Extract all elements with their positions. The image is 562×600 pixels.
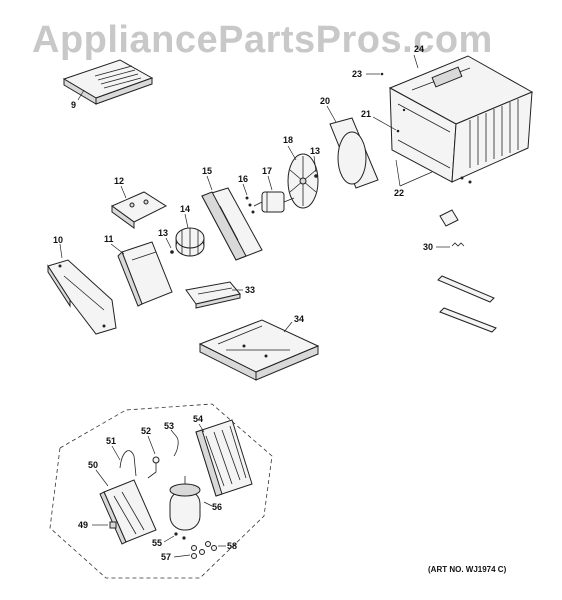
callout-15: 15: [202, 166, 212, 176]
callout-56: 56: [212, 502, 222, 512]
callout-14: 14: [180, 204, 190, 214]
callout-10: 10: [53, 235, 63, 245]
part-57-nuts: [191, 545, 205, 559]
callout-55: 55: [152, 538, 162, 548]
part-58-washers: [205, 541, 217, 551]
part-54-coil: [195, 419, 253, 497]
side-louvers: [469, 99, 519, 168]
callout-34: 34: [294, 314, 304, 324]
art-number: (ART NO. WJ1974 C): [428, 565, 507, 574]
callout-18: 18: [283, 135, 293, 145]
part-49-grommet: [109, 521, 117, 529]
callout-11: 11: [104, 234, 114, 244]
watermark: AppliancePartsPros.com: [32, 19, 493, 61]
callout-30: 30: [423, 242, 433, 252]
callout-13-lower: 13: [158, 228, 168, 238]
callout-21: 21: [361, 109, 371, 119]
callout-49: 49: [78, 520, 88, 530]
part-33-tray: [185, 281, 241, 309]
callout-13-upper: 13: [310, 146, 320, 156]
part-14-blower-wheel: [175, 227, 205, 257]
callout-24: 24: [414, 44, 424, 54]
callout-58: 58: [227, 541, 237, 551]
part-clip: [439, 209, 459, 227]
callout-17: 17: [262, 166, 272, 176]
callout-54: 54: [193, 414, 203, 424]
part-12-bracket: [111, 191, 168, 229]
part-20-shroud: [329, 117, 379, 189]
part-53-tube: [173, 435, 179, 457]
part-52-valve: [147, 456, 160, 479]
part-30-spring: [451, 242, 465, 247]
callout-51: 51: [106, 436, 116, 446]
part-11-scroll: [117, 241, 173, 307]
part-51-tube: [119, 450, 137, 477]
part-34-base-pan: [198, 319, 320, 381]
callout-16: 16: [238, 174, 248, 184]
part-56-compressor: [169, 476, 201, 531]
part-24-cabinet: [388, 55, 534, 184]
part-15-motor-mount: [201, 187, 263, 261]
callout-22: 22: [394, 188, 404, 198]
part-9-grille: [62, 59, 154, 105]
side-rail-lower: [439, 307, 497, 333]
callout-12: 12: [114, 176, 124, 186]
callout-57: 57: [161, 552, 171, 562]
callout-20: 20: [320, 96, 330, 106]
side-rail-upper: [437, 275, 495, 303]
callout-52: 52: [141, 426, 151, 436]
callout-23: 23: [352, 69, 362, 79]
sealed-system-boundary: [49, 403, 273, 579]
part-17-motor: [253, 191, 295, 213]
callout-33: 33: [245, 285, 255, 295]
part-16-screws: [245, 196, 255, 214]
part-18-fan-blade: [287, 153, 319, 209]
part-50-condenser: [99, 479, 157, 545]
callout-9: 9: [71, 100, 76, 110]
part-55-mount: [174, 532, 186, 540]
part-10-front-bracket: [47, 259, 117, 335]
callout-50: 50: [88, 460, 98, 470]
callout-53: 53: [164, 421, 174, 431]
